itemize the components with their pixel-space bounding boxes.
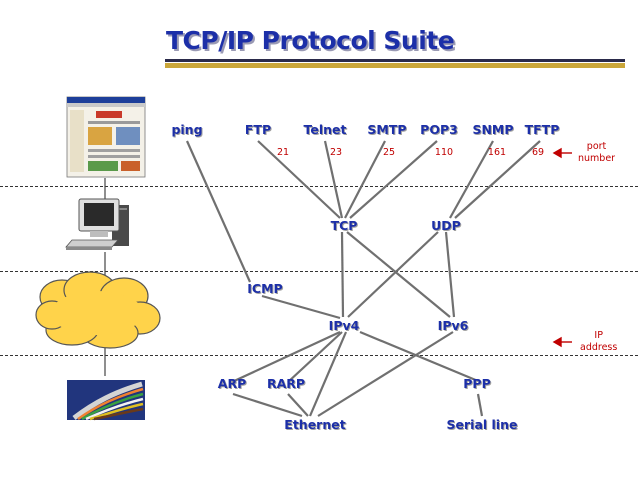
edge-ftp-tcp: [257, 140, 341, 219]
port-number-note: port number: [578, 141, 615, 165]
ip-note-line1: IP: [594, 330, 603, 341]
edge-smtp-tcp: [344, 140, 386, 219]
edge-tcp-ipv4: [340, 231, 345, 318]
cable-icon: [67, 380, 145, 421]
layer-divider-transport: [0, 271, 638, 272]
ip-address-note: IP address: [580, 330, 617, 354]
protocol-udp: UDP: [431, 218, 461, 233]
ip-note-line2: address: [580, 342, 618, 353]
edge-ipv4-rarp: [287, 331, 343, 383]
protocol-snmp: SNMP: [472, 122, 514, 137]
edge-ping-icmp: [185, 140, 252, 283]
port-tftp: 69: [531, 147, 545, 158]
port-note-line1: port: [586, 141, 607, 152]
edge-tcp-ipv6: [346, 231, 451, 318]
port-telnet: 23: [329, 147, 343, 158]
network-cloud-icon: [35, 271, 161, 349]
protocol-ping: ping: [171, 122, 203, 137]
edge-ppp-serial: [476, 393, 484, 417]
title-rule-gold: [165, 63, 625, 68]
protocol-tftp: TFTP: [524, 122, 560, 137]
arrow-port-number-head: [552, 147, 562, 159]
web-browser-icon: [66, 96, 146, 178]
port-smtp: 25: [382, 147, 396, 158]
port-pop3: 110: [434, 147, 454, 158]
edge-telnet-tcp: [323, 140, 344, 219]
edge-arp-ethernet: [232, 392, 303, 418]
computer-icon: [65, 198, 129, 250]
layer-divider-application: [0, 186, 638, 187]
protocol-ipv6: IPv6: [437, 318, 469, 333]
edge-udp-ipv4: [347, 231, 439, 318]
edge-ipv4-ppp: [359, 330, 479, 383]
edge-pop3-tcp: [349, 140, 438, 219]
protocol-arp: ARP: [217, 376, 247, 391]
title-rule-dark: [165, 59, 625, 62]
port-snmp: 161: [487, 147, 507, 158]
protocol-ethernet: Ethernet: [284, 417, 346, 432]
edge-ipv6-ethernet: [317, 331, 454, 417]
protocol-ftp: FTP: [244, 122, 272, 137]
edge-snmp-udp: [449, 140, 494, 219]
layer-divider-network: [0, 355, 638, 356]
protocol-ipv4: IPv4: [328, 318, 360, 333]
edge-udp-ipv6: [444, 231, 456, 318]
edge-icmp-ipv4: [261, 294, 341, 320]
port-ftp: 21: [276, 147, 290, 158]
edge-tftp-udp: [454, 140, 541, 219]
protocol-rarp: RARP: [266, 376, 306, 391]
edge-ipv4-ethernet: [308, 331, 348, 417]
protocol-pop3: POP3: [420, 122, 458, 137]
arrow-ip-address-head: [552, 336, 562, 348]
port-note-line2: number: [578, 153, 616, 164]
protocol-telnet: Telnet: [303, 122, 347, 137]
edge-ipv4-arp: [231, 331, 341, 383]
edge-rarp-ethernet: [287, 393, 309, 417]
protocol-smtp: SMTP: [367, 122, 407, 137]
protocol-tcp: TCP: [330, 218, 358, 233]
protocol-serial-line: Serial line: [446, 417, 518, 432]
slide-title: TCP/IP Protocol Suite: [166, 26, 455, 55]
protocol-ppp: PPP: [463, 376, 491, 391]
protocol-icmp: ICMP: [247, 281, 283, 296]
